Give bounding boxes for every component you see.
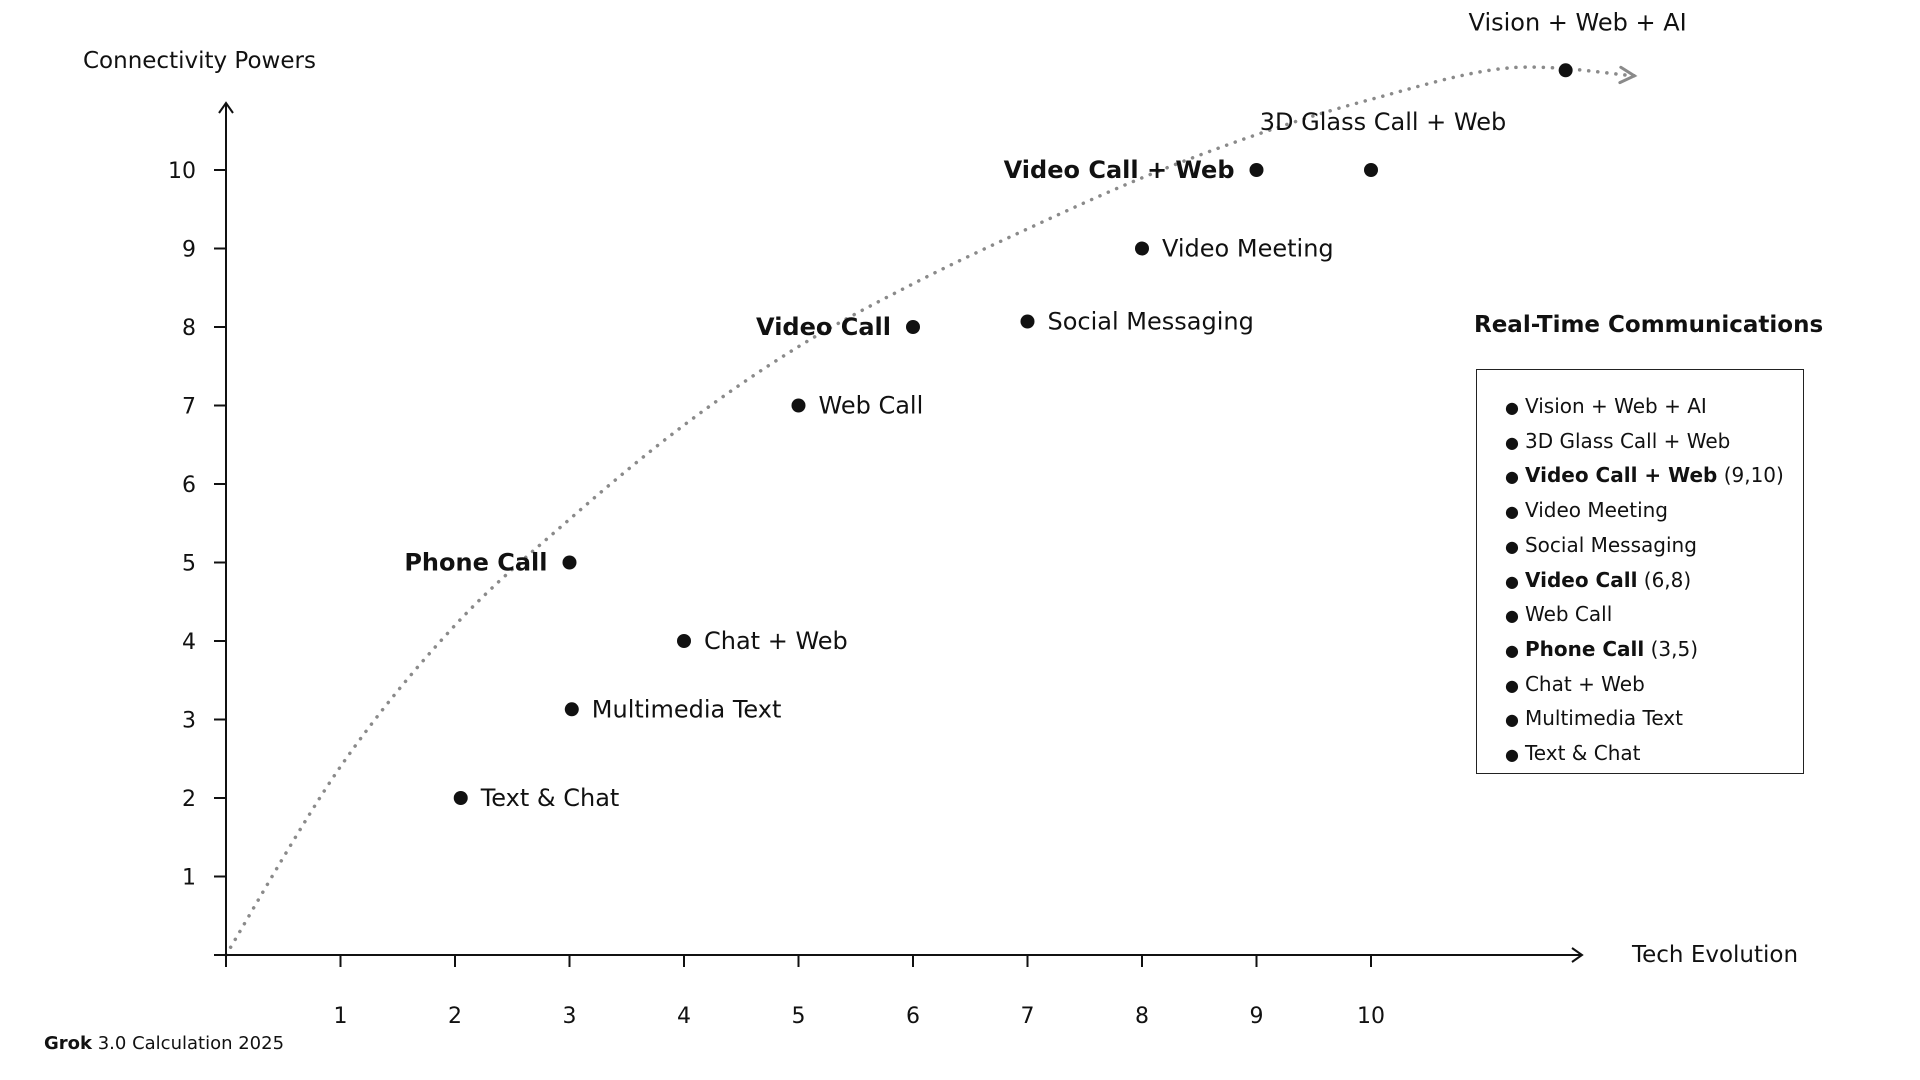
legend-item-label: Web Call [1524, 602, 1613, 627]
legend-item: ●Text & Chat [1505, 737, 1803, 772]
x-tick-label: 6 [906, 1004, 920, 1029]
y-tick-label: 3 [182, 709, 196, 734]
legend-item-coords: (3,5) [1644, 636, 1699, 661]
bullet-icon: ● [1505, 536, 1519, 556]
legend-item: ●Video Call (6,8) [1505, 564, 1803, 599]
data-point-label: 3D Glass Call + Web [1260, 108, 1506, 136]
x-tick-label: 1 [334, 1004, 348, 1029]
legend: ●Vision + Web + AI●3D Glass Call + Web●V… [1476, 369, 1804, 774]
x-axis-label: Tech Evolution [1631, 942, 1798, 968]
data-point-label: Video Meeting [1162, 235, 1334, 263]
data-point [1020, 314, 1035, 329]
legend-item: ●3D Glass Call + Web [1505, 425, 1803, 460]
y-tick-label: 1 [182, 866, 196, 891]
legend-item: ●Web Call [1505, 598, 1803, 633]
y-tick-label: 8 [182, 316, 196, 341]
data-point-label: Phone Call [404, 549, 547, 577]
x-tick-label: 8 [1135, 1004, 1149, 1029]
x-tick-label: 2 [448, 1004, 462, 1029]
trend-curve [224, 65, 1637, 957]
legend-item-label: Social Messaging [1524, 532, 1697, 557]
bullet-icon: ● [1505, 502, 1519, 522]
data-point-label: Video Call [756, 313, 891, 341]
bullet-icon: ● [1505, 571, 1519, 591]
data-point [1135, 241, 1149, 256]
y-tick-label: 2 [182, 787, 196, 812]
data-point-label: Social Messaging [1048, 308, 1254, 336]
data-point-label: Text & Chat [480, 784, 620, 812]
legend-item: ●Phone Call (3,5) [1505, 633, 1803, 668]
legend-item-coords: (6,8) [1637, 567, 1692, 592]
trend-arrowhead [1618, 65, 1638, 85]
x-tick-label: 7 [1021, 1004, 1035, 1029]
legend-item-label: 3D Glass Call + Web [1524, 428, 1731, 453]
data-point [564, 702, 579, 717]
legend-item: ●Chat + Web [1505, 668, 1803, 703]
data-point-label: Chat + Web [704, 627, 848, 655]
bullet-icon: ● [1505, 640, 1519, 660]
legend-item: ●Multimedia Text [1505, 702, 1803, 737]
x-tick-label: 5 [792, 1004, 806, 1029]
data-point-label: Vision + Web + AI [1469, 8, 1687, 36]
data-point-label: Video Call + Web [1004, 156, 1235, 184]
data-point [677, 634, 691, 648]
footer-brand: Grok [44, 1033, 92, 1054]
legend-item-label: Multimedia Text [1524, 706, 1683, 731]
bullet-icon: ● [1505, 606, 1519, 626]
legend-title: Real-Time Communications [1474, 312, 1824, 338]
bullet-icon: ● [1505, 398, 1519, 417]
y-tick-label: 4 [182, 630, 196, 655]
bullet-icon: ● [1505, 467, 1519, 487]
y-tick-label: 9 [182, 238, 196, 263]
footer-credit: Grok 3.0 Calculation 2025 [44, 1033, 284, 1054]
trend-layer [224, 65, 1638, 957]
y-tick-label: 10 [168, 159, 196, 184]
data-point [453, 791, 468, 805]
legend-item-label: Vision + Web + AI [1524, 394, 1707, 418]
legend-item-label: Video Meeting [1524, 498, 1668, 523]
data-point-label: Web Call [819, 392, 924, 420]
legend-item-coords: (9,10) [1717, 463, 1784, 488]
x-tick-label: 9 [1250, 1004, 1264, 1029]
y-axis-label: Connectivity Powers [83, 48, 316, 74]
x-tick-label: 4 [677, 1004, 691, 1029]
x-tick-label: 10 [1357, 1004, 1385, 1029]
data-point [562, 555, 577, 570]
bullet-icon: ● [1505, 745, 1519, 765]
legend-item-label: Text & Chat [1524, 741, 1641, 766]
data-point [1364, 163, 1378, 177]
bullet-icon: ● [1505, 675, 1519, 695]
legend-item: ●Video Meeting [1505, 494, 1803, 529]
legend-item-label: Video Call + Web [1524, 463, 1718, 488]
points-layer: Text & Chat Multimedia Text Chat + Web Phon… [404, 8, 1686, 812]
legend-item-label: Chat + Web [1524, 671, 1645, 696]
y-axis-arrow [218, 101, 234, 114]
x-axis-arrow [1571, 947, 1584, 963]
data-point [791, 398, 806, 413]
y-tick-label: 5 [182, 552, 196, 577]
legend-item: ●Video Call + Web (9,10) [1505, 459, 1803, 494]
legend-item: ● Vision + Web + AI [1505, 390, 1803, 425]
legend-item-label: Video Call [1524, 567, 1638, 592]
bullet-icon: ● [1505, 710, 1519, 730]
footer-text: 3.0 Calculation 2025 [92, 1033, 285, 1054]
y-tick-label: 6 [182, 473, 196, 498]
data-point-label: Multimedia Text [592, 695, 782, 723]
x-tick-label: 3 [563, 1004, 577, 1029]
data-point [1249, 163, 1264, 177]
legend-list: ●Vision + Web + AI●3D Glass Call + Web●V… [1477, 370, 1803, 772]
legend-item-label: Phone Call [1524, 636, 1645, 661]
y-tick-label: 7 [182, 395, 196, 420]
bullet-icon: ● [1505, 432, 1519, 452]
data-point [906, 320, 920, 334]
legend-item: ●Social Messaging [1505, 529, 1803, 564]
data-point [1558, 63, 1573, 78]
